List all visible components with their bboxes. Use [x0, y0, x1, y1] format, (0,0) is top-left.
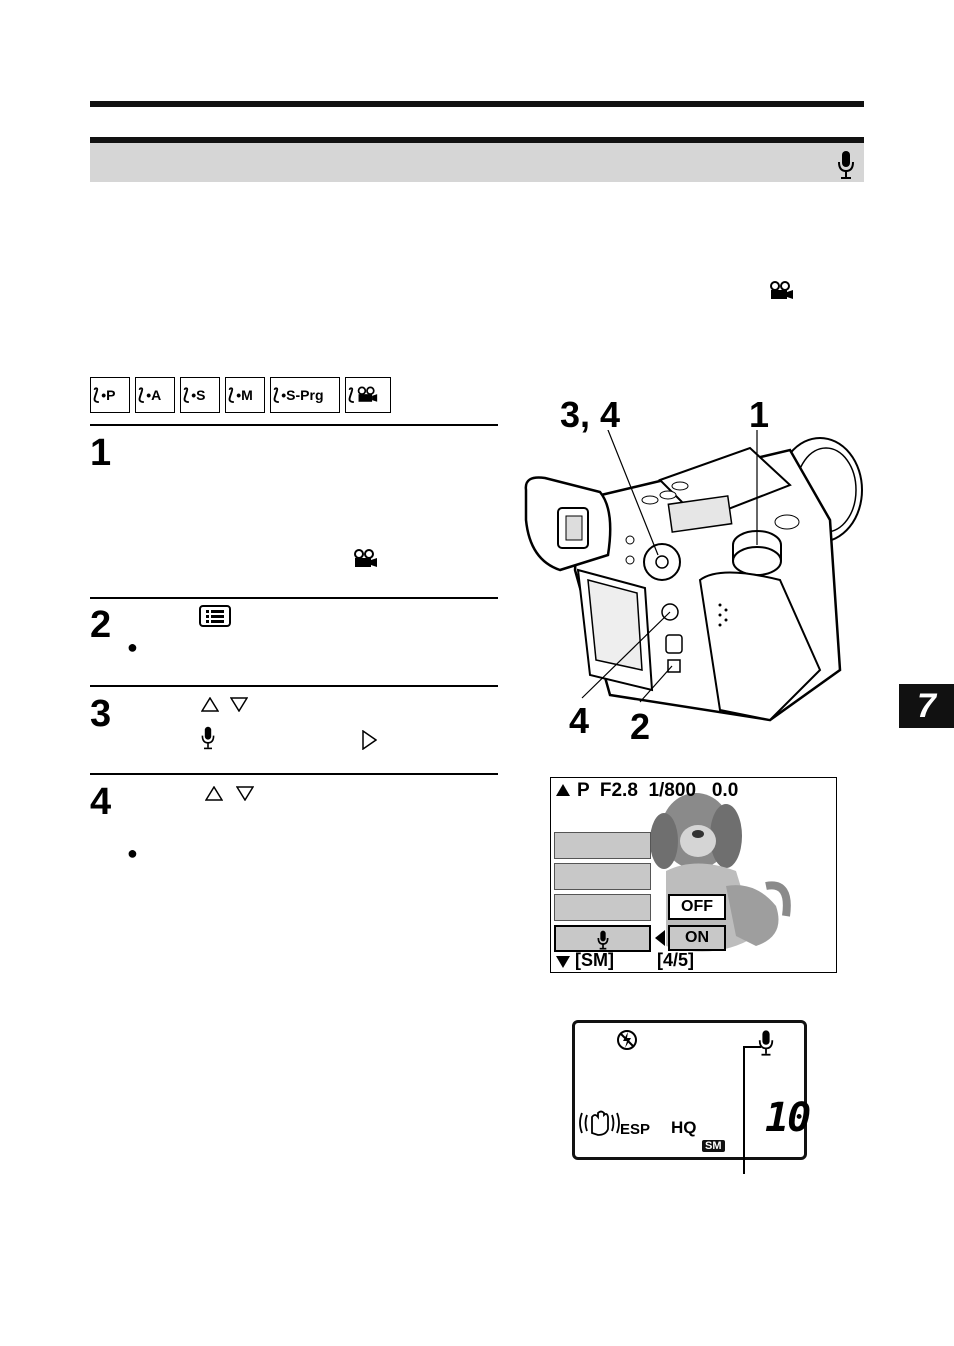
- lcd-menu-item-2: [554, 863, 651, 890]
- arrow-down-icon: [230, 697, 248, 712]
- microphone-icon: [597, 930, 609, 950]
- image-stabilizer-icon: [579, 1110, 620, 1136]
- movie-icon: [354, 549, 377, 567]
- arrow-left-icon: [655, 930, 665, 946]
- step-1-number: 1: [90, 432, 112, 474]
- callout-label-3-4: 3, 4: [560, 394, 621, 435]
- lcd-option-on: ON: [668, 925, 726, 951]
- arrow-up-icon: [205, 786, 223, 801]
- mode-m-icon: ⟅•M: [225, 377, 265, 413]
- lcd-record-mode: [SM]: [575, 950, 614, 970]
- metering-mode: ESP: [620, 1121, 651, 1138]
- arrow-down-icon: [556, 956, 570, 968]
- flash-off-icon: [617, 1030, 637, 1050]
- microphone-icon: [838, 151, 854, 179]
- record-quality: HQ: [671, 1118, 697, 1137]
- mode-selector-row: ⟅•P ⟅•A ⟅•S ⟅•M ⟅•S-Prg ⟅: [90, 377, 391, 415]
- step-2-number: 2: [90, 604, 112, 646]
- top-rule: [90, 101, 864, 107]
- lcd-page-indicator: [4/5]: [657, 950, 695, 970]
- movie-icon: [770, 281, 793, 299]
- lcd-menu-screen: P F2.8 1/800 0.0 OFF ON [SM] [4/5]: [550, 777, 837, 973]
- callout-label-1: 1: [749, 394, 770, 435]
- arrow-up-icon: [201, 697, 219, 712]
- mode-s-icon: ⟅•S: [180, 377, 220, 413]
- section-header-bar: [90, 137, 864, 182]
- step-4-bullet: ●: [127, 843, 138, 863]
- step-3-number: 3: [90, 693, 112, 735]
- menu-button-icon: [199, 605, 231, 627]
- sound-indicator-callout-tick: [743, 1046, 761, 1048]
- lcd-exposure-line: P F2.8 1/800 0.0: [577, 780, 739, 801]
- mode-s-prg-icon: ⟅•S-Prg: [270, 377, 340, 413]
- frames-remaining: 10: [765, 1095, 811, 1141]
- lcd-option-off: OFF: [668, 894, 726, 920]
- chapter-tab: 7: [899, 684, 954, 728]
- lcd-menu-item-sound: [554, 925, 651, 952]
- sound-indicator-callout-line: [743, 1046, 745, 1174]
- step-4-rule: [90, 773, 498, 775]
- microphone-icon: [758, 1030, 774, 1056]
- step-4-number: 4: [90, 781, 112, 823]
- lcd-menu-item-1: [554, 832, 651, 859]
- control-panel-display: ESP HQ SM 10: [572, 1020, 811, 1160]
- step-2-rule: [90, 597, 498, 599]
- mode-a-icon: ⟅•A: [135, 377, 175, 413]
- image-size-badge: SM: [702, 1140, 725, 1152]
- step-3-rule: [90, 685, 498, 687]
- step-1-rule: [90, 424, 498, 426]
- microphone-icon: [201, 726, 215, 750]
- arrow-up-icon: [556, 784, 570, 796]
- lcd-menu-item-3: [554, 894, 651, 921]
- mode-p-icon: ⟅•P: [90, 377, 130, 413]
- camera-illustration: [524, 430, 863, 722]
- mode-movie-icon: ⟅: [345, 377, 391, 413]
- arrow-right-icon: [362, 730, 377, 750]
- arrow-down-icon: [236, 786, 254, 801]
- step-2-bullet: ●: [127, 637, 138, 657]
- callout-label-4: 4: [569, 700, 590, 741]
- callout-label-2: 2: [630, 706, 651, 747]
